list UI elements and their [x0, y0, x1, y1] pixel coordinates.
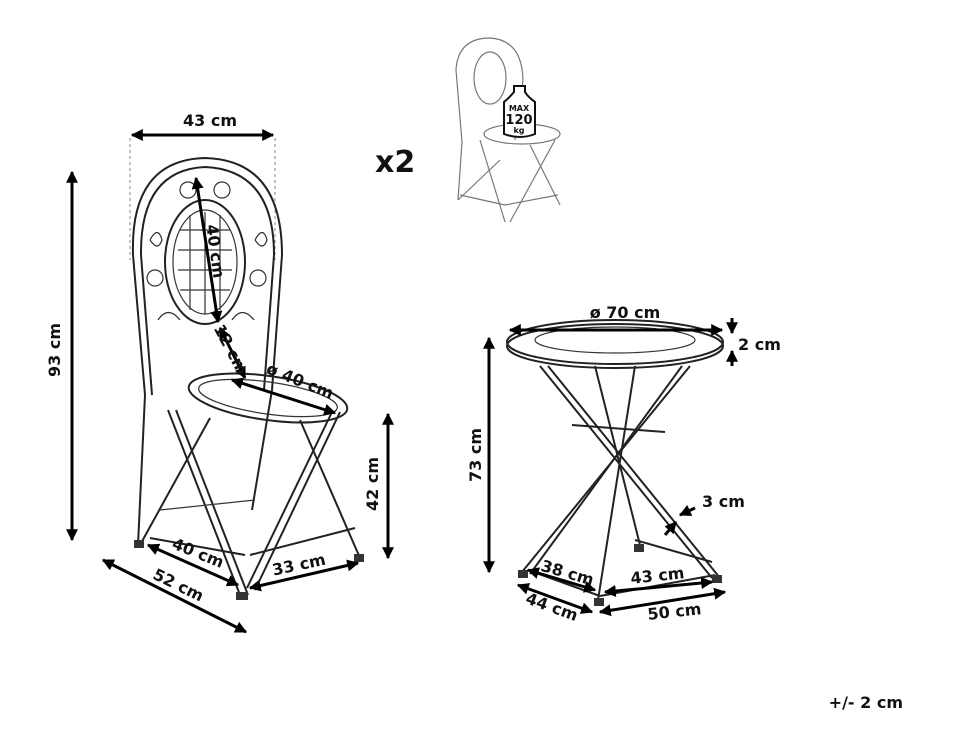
chair-base-width-arrow: [248, 559, 360, 592]
leg-width-arrow-top: [678, 504, 696, 517]
seat-diameter-arrow: [230, 377, 337, 416]
backrest-gap-arrow: [218, 326, 247, 380]
max-label: MAX: [509, 104, 530, 113]
backrest-gap-label: 12 cm: [210, 321, 252, 378]
max-value: 120: [505, 113, 532, 128]
table-diameter-label: ø 70 cm: [590, 303, 661, 322]
chair-height-label: 93 cm: [45, 323, 64, 377]
top-thickness-label: 2 cm: [738, 335, 781, 354]
seat-diameter-label: ø 40 cm: [264, 359, 337, 403]
leg-width-label: 3 cm: [702, 492, 745, 511]
table-drawing: [506, 319, 724, 606]
chair-thumbnail: MAX 120 kg: [455, 37, 561, 223]
backrest-height-label: 40 cm: [202, 223, 228, 279]
chair-width-label: 43 cm: [183, 111, 237, 130]
table-height-label: 73 cm: [466, 428, 485, 482]
seat-height-label: 42 cm: [363, 457, 382, 511]
chair-depth-arrow: [101, 558, 248, 634]
leg-width-arrow-bottom: [663, 521, 678, 536]
quantity-label: x2: [375, 145, 415, 180]
table-base-width-arrow: [598, 587, 727, 617]
chair-base-width-label: 33 cm: [270, 550, 327, 580]
table-base-depth-arrow: [516, 583, 594, 614]
tolerance-label: +/- 2 cm: [829, 693, 903, 712]
max-unit: kg: [513, 126, 524, 135]
backrest-height-arrow: [191, 176, 223, 324]
weight-icon: MAX 120 kg: [503, 85, 536, 138]
table-base-depth-label: 44 cm: [523, 589, 580, 625]
